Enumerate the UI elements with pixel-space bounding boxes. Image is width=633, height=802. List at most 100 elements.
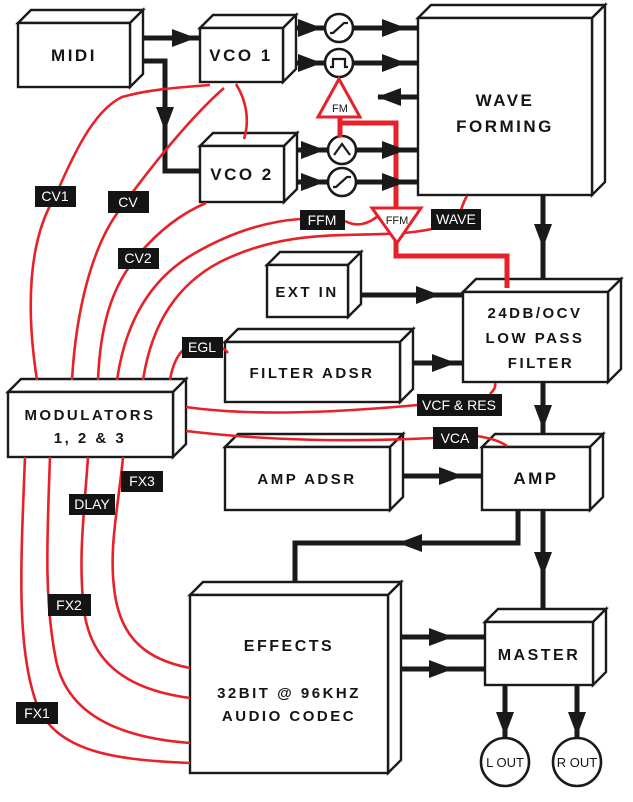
box-front [188, 593, 390, 775]
mod-curve-egl [168, 349, 184, 381]
arrowhead [429, 628, 453, 646]
output-jacks: L OUT R OUT [479, 736, 603, 788]
chip-fx1: FX1 [16, 702, 58, 724]
arrowhead [382, 19, 406, 37]
right-output-label: R OUT [557, 755, 598, 770]
chip-cv: CV [108, 191, 149, 213]
ffm-triangle-icon [369, 206, 424, 246]
mod-curve-cv [70, 87, 225, 381]
filter-label-2: LOW PASS [486, 330, 585, 347]
chip-bg [431, 209, 481, 230]
arrowhead [298, 19, 322, 37]
box-front [198, 144, 286, 204]
arrowhead [439, 467, 463, 485]
arrowhead [172, 29, 196, 47]
chip-cv2: CV2 [118, 248, 159, 269]
mod-curve-wave-link [459, 195, 469, 211]
amp-adsr-box: AMP ADSR [222, 431, 406, 513]
vco1-box: VCO 1 [197, 12, 299, 85]
mod-curve-wave [141, 227, 433, 381]
saw-wave-icon [333, 175, 351, 189]
mod-curve-ffm-link [344, 214, 380, 226]
midi-box: MIDI [15, 7, 146, 90]
low-pass-filter-box: 24DB/OCV LOW PASS FILTER [460, 276, 624, 385]
module-boxes: MIDI VCO 1 VCO 2 WAVE FORMING EXT IN [5, 2, 624, 776]
effects-label-2: 32BIT @ 96KHZ [217, 685, 361, 702]
chip-label-fx3: FX3 [129, 473, 155, 489]
effects-box: EFFECTS 32BIT @ 96KHZ AUDIO CODEC [187, 579, 404, 776]
box-side [346, 249, 363, 320]
chip-label-fx2: FX2 [56, 597, 82, 613]
box-side [606, 276, 623, 385]
modulators-box: MODULATORS 1, 2 & 3 [5, 376, 189, 460]
modulators-label-1: MODULATORS [24, 407, 155, 424]
box-side [171, 376, 188, 460]
chip-label-vca: VCA [441, 430, 470, 446]
box-top [415, 3, 608, 20]
box-front [198, 26, 285, 84]
vco1-label: VCO 1 [209, 46, 273, 65]
fm-node: FM [315, 75, 363, 119]
left-output-label: L OUT [486, 755, 524, 770]
amp-box: AMP [479, 431, 606, 513]
arrowhead [382, 141, 406, 159]
triangle-wave-icon [333, 142, 351, 156]
right-output-jack [551, 736, 603, 788]
arrowhead [377, 88, 401, 106]
effects-label-1: EFFECTS [244, 638, 334, 655]
box-top [15, 8, 146, 25]
modulators-label-2: 1, 2 & 3 [54, 430, 127, 447]
box-front [480, 445, 592, 512]
filter-label-3: FILTER [508, 355, 574, 372]
signal-label-chips: CV1 CV CV2 FFM WAVE EGL VCF & RES VCA [16, 186, 502, 724]
ext-in-label: EXT IN [275, 284, 338, 301]
arrowhead [534, 405, 552, 429]
box-top [482, 607, 609, 624]
mod-curve-dlay [80, 456, 191, 700]
fm-triangle-icon [315, 75, 363, 119]
chip-bg [108, 191, 149, 213]
arrowheads [156, 19, 586, 736]
arrowhead [496, 712, 514, 736]
box-top [197, 131, 300, 148]
mod-curve-vcf-res-link [489, 382, 497, 395]
mod-curve-vco1-vco2 [234, 83, 249, 140]
filter-adsr-label: FILTER ADSR [250, 365, 375, 382]
master-box: MASTER [482, 606, 609, 688]
box-front [483, 620, 595, 687]
arrowhead [301, 141, 325, 159]
arrowhead [382, 54, 406, 72]
vco2-box: VCO 2 [197, 130, 300, 205]
arrowhead [534, 224, 552, 248]
mod-curve-vcf-res [185, 403, 419, 414]
mod-curve-fx1 [20, 456, 191, 765]
chip-bg [118, 248, 159, 269]
chip-label-vcf-res: VCF & RES [422, 397, 496, 413]
chip-fx2: FX2 [48, 594, 91, 616]
box-side [128, 7, 145, 90]
vco2-label: VCO 2 [210, 165, 274, 184]
box-front [223, 340, 402, 404]
mod-curve-vca-link [476, 434, 508, 448]
box-top [222, 327, 416, 344]
chip-bg [417, 394, 502, 416]
midi-label: MIDI [51, 46, 97, 65]
chip-label-fx1: FX1 [24, 705, 50, 721]
chip-vca: VCA [433, 427, 478, 449]
arrowhead [298, 54, 322, 72]
box-side [398, 326, 415, 405]
box-side [591, 606, 608, 688]
amp-adsr-label: AMP ADSR [257, 471, 356, 488]
chip-ffm: FFM [300, 210, 345, 230]
box-top [187, 580, 404, 597]
chip-bg [35, 186, 76, 207]
filter-adsr-box: FILTER ADSR [222, 326, 416, 405]
wave-forming-box: WAVE FORMING [415, 2, 608, 198]
chip-label-cv2: CV2 [124, 250, 151, 266]
chip-cv1: CV1 [35, 186, 76, 207]
chip-egl: EGL [182, 337, 223, 358]
ffm-node: FFM [369, 206, 424, 246]
box-front [16, 21, 132, 89]
chip-vcf-res: VCF & RES [417, 394, 502, 416]
